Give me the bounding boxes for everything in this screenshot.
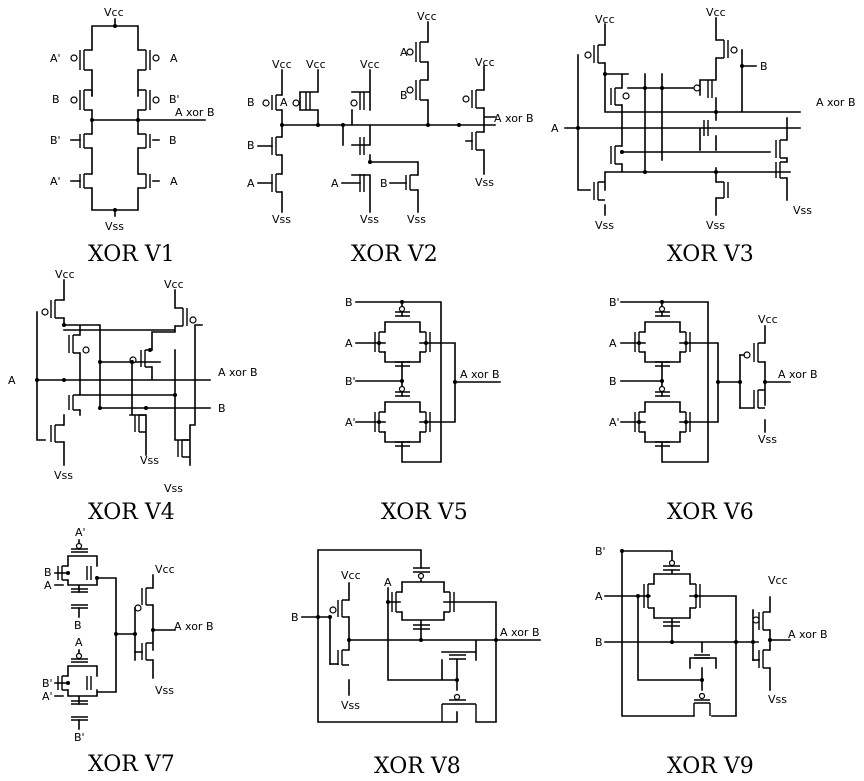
xor-v2-input-a-pmos: A bbox=[280, 96, 288, 109]
xor-v1-input-b-bottom: B bbox=[169, 134, 177, 147]
xor-v7-vss-label: Vss bbox=[155, 684, 174, 697]
xor-v7-input-b-1: B bbox=[44, 566, 52, 579]
xor-v9-input-b-n: B' bbox=[595, 545, 606, 558]
xor-v3-vcc-label-1: Vcc bbox=[595, 13, 615, 26]
xor-v1-output-label: A xor B bbox=[175, 106, 215, 119]
xor-v9-input-b: B bbox=[595, 636, 603, 649]
xor-v3-input-a: A bbox=[551, 122, 559, 135]
xor-v6-schematic bbox=[620, 300, 791, 463]
xor-v6-input-a-n: A' bbox=[609, 416, 620, 429]
xor-v1-vss-label: Vss bbox=[105, 220, 124, 233]
xor-v3-schematic bbox=[564, 17, 801, 216]
xor-v1-input-b-n-top: B' bbox=[169, 93, 180, 106]
xor-v9-vss-label: Vss bbox=[768, 693, 787, 706]
xor-v9-input-a: A bbox=[595, 590, 603, 603]
xor-v8-vss-label: Vss bbox=[341, 699, 360, 712]
xor-v2-vss-label-4: Vss bbox=[475, 176, 494, 189]
xor-v6-input-b: B bbox=[609, 375, 617, 388]
xor-v4-caption: XOR V4 bbox=[88, 500, 175, 525]
xor-v2-vss-label-2: Vss bbox=[360, 213, 379, 226]
xor-v6-output-label: A xor B bbox=[778, 368, 818, 381]
xor-v1-input-a-n-bottom: A' bbox=[50, 175, 61, 188]
xor-v2-input-b-mid: B bbox=[380, 177, 388, 190]
xor-v5-schematic bbox=[355, 300, 501, 463]
xor-v7-input-a-2: A bbox=[75, 636, 83, 649]
xor-v8-vcc-label: Vcc bbox=[341, 569, 361, 582]
xor-v4-input-a: A bbox=[8, 374, 16, 387]
xor-v2-input-b-top: B bbox=[400, 89, 408, 102]
xor-v2-schematic bbox=[257, 21, 496, 213]
xor-v8-output-label: A xor B bbox=[500, 626, 540, 639]
xor-v4-output-label: A xor B bbox=[218, 366, 258, 379]
xor-v8-caption: XOR V8 bbox=[374, 754, 461, 779]
xor-v2-input-b-pmos: B bbox=[247, 96, 255, 109]
xor-v6-input-a: A bbox=[609, 337, 617, 350]
xor-v7-input-b-2: B bbox=[74, 619, 82, 632]
xor-v4-vcc-label-1: Vcc bbox=[55, 268, 75, 281]
xor-v2-vcc-label-1: Vcc bbox=[272, 58, 292, 71]
xor-v8-input-b: B bbox=[291, 611, 299, 624]
xor-v5-input-b-n: B' bbox=[345, 375, 356, 388]
xor-v1-caption: XOR V1 bbox=[88, 242, 175, 267]
xor-v7-schematic bbox=[54, 539, 176, 730]
xor-v1-input-b-n-bottom: B' bbox=[50, 134, 61, 147]
xor-v3-input-b: B bbox=[760, 60, 768, 73]
xor-v1-input-a-n-top: A' bbox=[50, 52, 61, 65]
xor-v1-input-a-bottom: A bbox=[170, 175, 178, 188]
xor-v2-vcc-label-2: Vcc bbox=[306, 58, 326, 71]
xor-v8-schematic bbox=[301, 549, 541, 723]
xor-v3-vss-label-2: Vss bbox=[706, 219, 725, 232]
xor-v9-output-label: A xor B bbox=[788, 628, 828, 641]
xor-v1-vcc-label: Vcc bbox=[104, 6, 124, 19]
xor-v9-vcc-label: Vcc bbox=[768, 574, 788, 587]
xor-v2-vcc-label-5: Vcc bbox=[475, 56, 495, 69]
xor-v5-input-a-n: A' bbox=[345, 416, 356, 429]
xor-v4-vss-label-3: Vss bbox=[164, 482, 183, 495]
xor-v4-input-b: B bbox=[218, 402, 226, 415]
xor-v2-input-a-mid: A bbox=[331, 177, 339, 190]
xor-v6-caption: XOR V6 bbox=[667, 500, 754, 525]
xor-v2-caption: XOR V2 bbox=[351, 242, 438, 267]
xor-v4-vcc-label-2: Vcc bbox=[164, 278, 184, 291]
xor-v9-caption: XOR V9 bbox=[667, 754, 754, 779]
xor-v7-output-label: A xor B bbox=[174, 620, 214, 633]
xor-v6-vss-label: Vss bbox=[758, 433, 777, 446]
xor-v2-vcc-label-4: Vcc bbox=[417, 10, 437, 23]
xor-v7-caption: XOR V7 bbox=[88, 752, 175, 777]
xor-v1-input-b-top: B bbox=[52, 93, 60, 106]
xor-v3-output-label: A xor B bbox=[816, 96, 856, 109]
xor-v6-input-b-n: B' bbox=[609, 296, 620, 309]
xor-v2-vss-label-3: Vss bbox=[407, 213, 426, 226]
xor-v9-schematic bbox=[604, 549, 791, 717]
xor-v4-vss-label-2: Vss bbox=[140, 454, 159, 467]
xor-v7-input-a-n-top: A' bbox=[75, 526, 86, 539]
xor-v7-input-b-n: B' bbox=[42, 677, 53, 690]
xor-v2-vcc-label-3: Vcc bbox=[360, 58, 380, 71]
xor-v2-vss-label-1: Vss bbox=[272, 213, 291, 226]
xor-v2-output-label: A xor B bbox=[494, 112, 534, 125]
xor-v5-input-b: B bbox=[345, 296, 353, 309]
xor-v1-schematic bbox=[70, 18, 206, 217]
xor-v3-caption: XOR V3 bbox=[667, 242, 754, 267]
xor-v7-input-a-1: A bbox=[44, 579, 52, 592]
xor-v2-input-a-nmos: A bbox=[247, 177, 255, 190]
xor-v7-vcc-label: Vcc bbox=[155, 563, 175, 576]
xor-v2-input-a-top: A bbox=[400, 46, 408, 59]
xor-v2-input-b-nmos: B bbox=[247, 139, 255, 152]
xor-v5-output-label: A xor B bbox=[460, 368, 500, 381]
xor-v5-caption: XOR V5 bbox=[381, 500, 468, 525]
xor-v8-input-a: A bbox=[384, 576, 392, 589]
xor-v1-input-a-top: A bbox=[170, 52, 178, 65]
xor-v5-input-a: A bbox=[345, 337, 353, 350]
xor-v3-vss-label-1: Vss bbox=[595, 219, 614, 232]
xor-v6-vcc-label: Vcc bbox=[758, 313, 778, 326]
xor-v3-vcc-label-2: Vcc bbox=[706, 6, 726, 19]
xor-v3-vss-label-3: Vss bbox=[793, 204, 812, 217]
xor-v7-input-b-n-bottom: B' bbox=[74, 731, 85, 744]
xor-v4-schematic bbox=[35, 279, 211, 466]
xor-v4-vss-label-1: Vss bbox=[54, 469, 73, 482]
xor-v7-input-a-n: A' bbox=[42, 690, 53, 703]
